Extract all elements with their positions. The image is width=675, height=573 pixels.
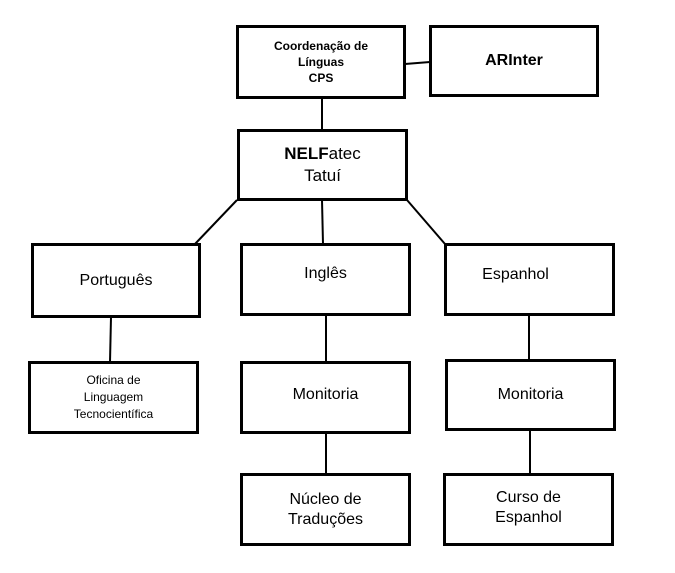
espanhol-box: Espanhol: [444, 243, 615, 316]
oficina-label: Oficina de Linguagem Tecnocientífica: [73, 373, 154, 421]
oficina-box: Oficina de Linguagem Tecnocientífica: [28, 361, 199, 434]
monitoria-espanhol-label: Monitoria: [497, 386, 564, 403]
nucleo-box: Núcleo de Traduções: [240, 473, 411, 546]
curso-box: Curso de Espanhol: [443, 473, 614, 546]
link-cps-arinter: [404, 61, 431, 65]
monitoria-ingles-box: Monitoria: [240, 361, 411, 434]
curso-label: Curso de Espanhol: [495, 488, 562, 526]
nelfatec-label-bold: NELF: [284, 143, 329, 163]
link-nelfatec-ingles: [321, 199, 324, 245]
link-nelfatec-portugues: [194, 199, 238, 245]
monitoria-ingles-label: Monitoria: [292, 385, 359, 403]
link-portugues-oficina: [109, 316, 112, 363]
nelfatec-label-rest: atec: [328, 143, 361, 163]
ingles-label: Inglês: [304, 264, 347, 282]
nucleo-label: Núcleo de Traduções: [288, 490, 363, 528]
arinter-box: ARInter: [429, 25, 599, 97]
link-nelfatec-espanhol: [406, 199, 446, 245]
portugues-label: Português: [79, 271, 153, 289]
portugues-box: Português: [31, 243, 201, 318]
cps-coordination-box: Coordenação de Línguas CPS: [236, 25, 406, 99]
arinter-label: ARInter: [485, 52, 543, 69]
ingles-box: Inglês: [240, 243, 411, 316]
cps-coordination-label: Coordenação de Línguas CPS: [273, 38, 369, 86]
nelfatec-subtitle: Tatuí: [304, 166, 341, 185]
espanhol-label: Espanhol: [482, 265, 549, 283]
monitoria-espanhol-box: Monitoria: [445, 359, 616, 431]
